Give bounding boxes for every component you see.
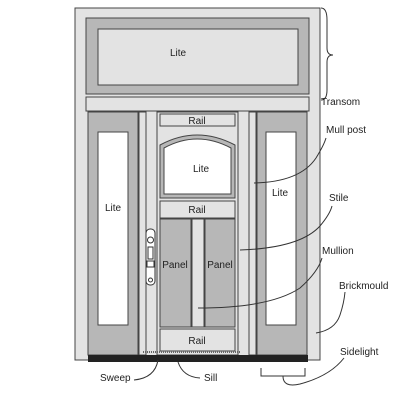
transom-brace [320,7,334,101]
mull-post-callout: Mull post [326,125,366,136]
left-mull-post [138,111,147,356]
right-mull-post [248,111,257,356]
stile-callout: Stile [329,193,349,204]
right-panel [204,218,236,328]
left-panel [159,218,192,328]
bottom-rail-label: Rail [188,336,205,347]
mullion [191,218,205,328]
sweep-callout: Sweep [100,373,131,384]
transom-lite-label: Lite [170,48,187,59]
top-rail [159,113,236,127]
mull-post-leader [253,137,327,184]
brickmould-leader [315,291,346,334]
sidelight-bracket [260,368,306,377]
door-lite [163,138,232,195]
top-rail-label: Rail [188,116,205,127]
sill-leader [177,361,201,379]
middle-rail-label: Rail [188,205,205,216]
sill-bar [88,355,308,362]
sill-callout: Sill [204,373,217,384]
middle-rail [159,200,236,219]
brickmould-callout: Brickmould [339,281,388,292]
sidelight-leader [282,357,345,386]
sidelight-callout: Sidelight [340,347,379,358]
sweep-leader [133,359,159,381]
door-handle-icon [145,228,156,286]
right-sidelight-lite [265,131,297,326]
mullion-callout: Mullion [322,246,354,257]
stile-leader [239,205,333,251]
left-panel-label: Panel [162,260,188,271]
right-panel-label: Panel [207,260,233,271]
transom-callout: Transom [321,97,360,108]
mullion-leader [197,257,323,309]
left-sidelight-lite-label: Lite [105,203,122,214]
door-lite-label: Lite [193,164,210,175]
right-sidelight-lite-label: Lite [272,188,289,199]
transom-lite [97,28,299,86]
left-sidelight-lite [97,131,129,326]
transom-sill-band [85,96,310,112]
